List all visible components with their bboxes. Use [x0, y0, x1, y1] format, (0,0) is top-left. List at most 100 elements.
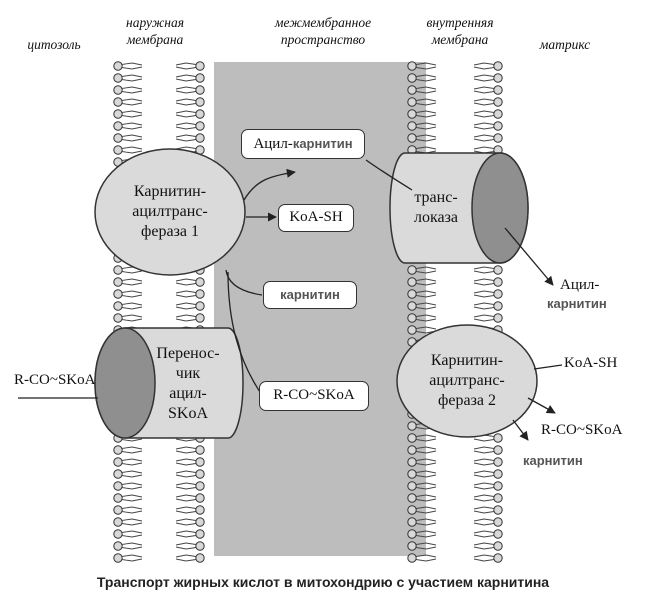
- lipid-tail: [175, 302, 197, 306]
- lipid-tail: [175, 546, 197, 550]
- lipid-tail: [415, 450, 437, 454]
- lipid-tail: [415, 74, 437, 78]
- lipid-head: [113, 133, 123, 143]
- lipid-tail: [415, 510, 437, 514]
- lipid-tail: [175, 126, 197, 130]
- lipid-tail: [121, 62, 143, 66]
- lipid-tail: [175, 290, 197, 294]
- lipid-tail: [175, 318, 197, 322]
- lipid-tail: [121, 474, 143, 478]
- lipid-tail: [473, 470, 495, 474]
- lipid-tail: [415, 294, 437, 298]
- lipid-head: [113, 481, 123, 491]
- lipid-tail: [473, 522, 495, 526]
- lipid-tail: [175, 134, 197, 138]
- arrow-cpt2-carnitine: [512, 419, 529, 441]
- line-cpt1-to-rco: [227, 271, 263, 396]
- lipid-tail: [175, 74, 197, 78]
- lipid-tail: [175, 522, 197, 526]
- lipid-tail: [121, 446, 143, 450]
- lipid-tail: [175, 518, 197, 522]
- header-matrix: матрикс: [539, 37, 591, 52]
- lipid-tail: [121, 270, 143, 274]
- lipid-head: [407, 493, 417, 503]
- lipid-head: [407, 265, 417, 275]
- lipid-tail: [473, 486, 495, 490]
- lipid-head: [195, 61, 205, 71]
- lipid-head: [113, 301, 123, 311]
- lipid-tail: [121, 150, 143, 154]
- matrix-carnitine2-label: карнитин: [523, 453, 583, 468]
- lipid-tail: [175, 494, 197, 498]
- line-cpt2-coash: [533, 364, 563, 370]
- lipid-tail: [121, 314, 143, 318]
- lipid-tail: [121, 102, 143, 106]
- lipid-tail: [175, 66, 197, 70]
- lipid-head: [493, 61, 503, 71]
- lipid-head: [113, 145, 123, 155]
- lipid-head: [407, 97, 417, 107]
- lipid-tail: [175, 534, 197, 538]
- lipid-head: [493, 457, 503, 467]
- lipid-tail: [121, 462, 143, 466]
- arrow-to-acylcarnitine: [243, 168, 296, 201]
- lipid-head: [113, 445, 123, 455]
- lipid-tail: [121, 518, 143, 522]
- lipid-head: [195, 517, 205, 527]
- lipid-tail: [415, 470, 437, 474]
- lipid-tail: [473, 78, 495, 82]
- lipid-tail: [473, 546, 495, 550]
- lipid-tail: [121, 282, 143, 286]
- lipid-head: [113, 277, 123, 287]
- lipid-head: [113, 61, 123, 71]
- lipid-tail: [473, 278, 495, 282]
- lipid-tail: [415, 314, 437, 318]
- lipid-tail: [415, 126, 437, 130]
- lipid-tail: [473, 282, 495, 286]
- lipid-tail: [175, 530, 197, 534]
- lipid-head: [493, 85, 503, 95]
- lipid-head: [493, 505, 503, 515]
- lipid-head: [493, 517, 503, 527]
- lipid-tail: [121, 278, 143, 282]
- lipid-head: [493, 121, 503, 131]
- lipid-tail: [473, 146, 495, 150]
- lipid-head: [113, 313, 123, 323]
- rco-left-label: R-CO~SKoA: [14, 372, 96, 388]
- lipid-head: [407, 469, 417, 479]
- lipid-tail: [415, 114, 437, 118]
- lipid-tail: [121, 506, 143, 510]
- lipid-tail: [121, 78, 143, 82]
- lipid-head: [407, 277, 417, 287]
- lipid-tail: [121, 114, 143, 118]
- lipid-head: [195, 289, 205, 299]
- lipid-head: [195, 445, 205, 455]
- lipid-tail: [473, 138, 495, 142]
- lipid-tail: [473, 98, 495, 102]
- lipid-head: [493, 469, 503, 479]
- lipid-tail: [121, 146, 143, 150]
- lipid-head: [493, 553, 503, 563]
- lipid-head: [407, 433, 417, 443]
- lipid-tail: [415, 302, 437, 306]
- lipid-tail: [175, 314, 197, 318]
- lipid-head: [195, 541, 205, 551]
- lipid-tail: [473, 554, 495, 558]
- lipid-tail: [121, 306, 143, 310]
- lipid-tail: [473, 458, 495, 462]
- lipid-tail: [415, 446, 437, 450]
- lipid-head: [195, 505, 205, 515]
- lipid-head: [195, 457, 205, 467]
- rco-box: R-CO~SKoA: [259, 381, 369, 411]
- lipid-tail: [175, 110, 197, 114]
- carrier-protein: [94, 327, 244, 439]
- lipid-tail: [415, 102, 437, 106]
- lipid-head: [493, 133, 503, 143]
- lipid-head: [407, 133, 417, 143]
- lipid-head: [493, 433, 503, 443]
- lipid-head: [407, 421, 417, 431]
- lipid-head: [195, 553, 205, 563]
- lipid-head: [493, 541, 503, 551]
- lipid-tail: [121, 510, 143, 514]
